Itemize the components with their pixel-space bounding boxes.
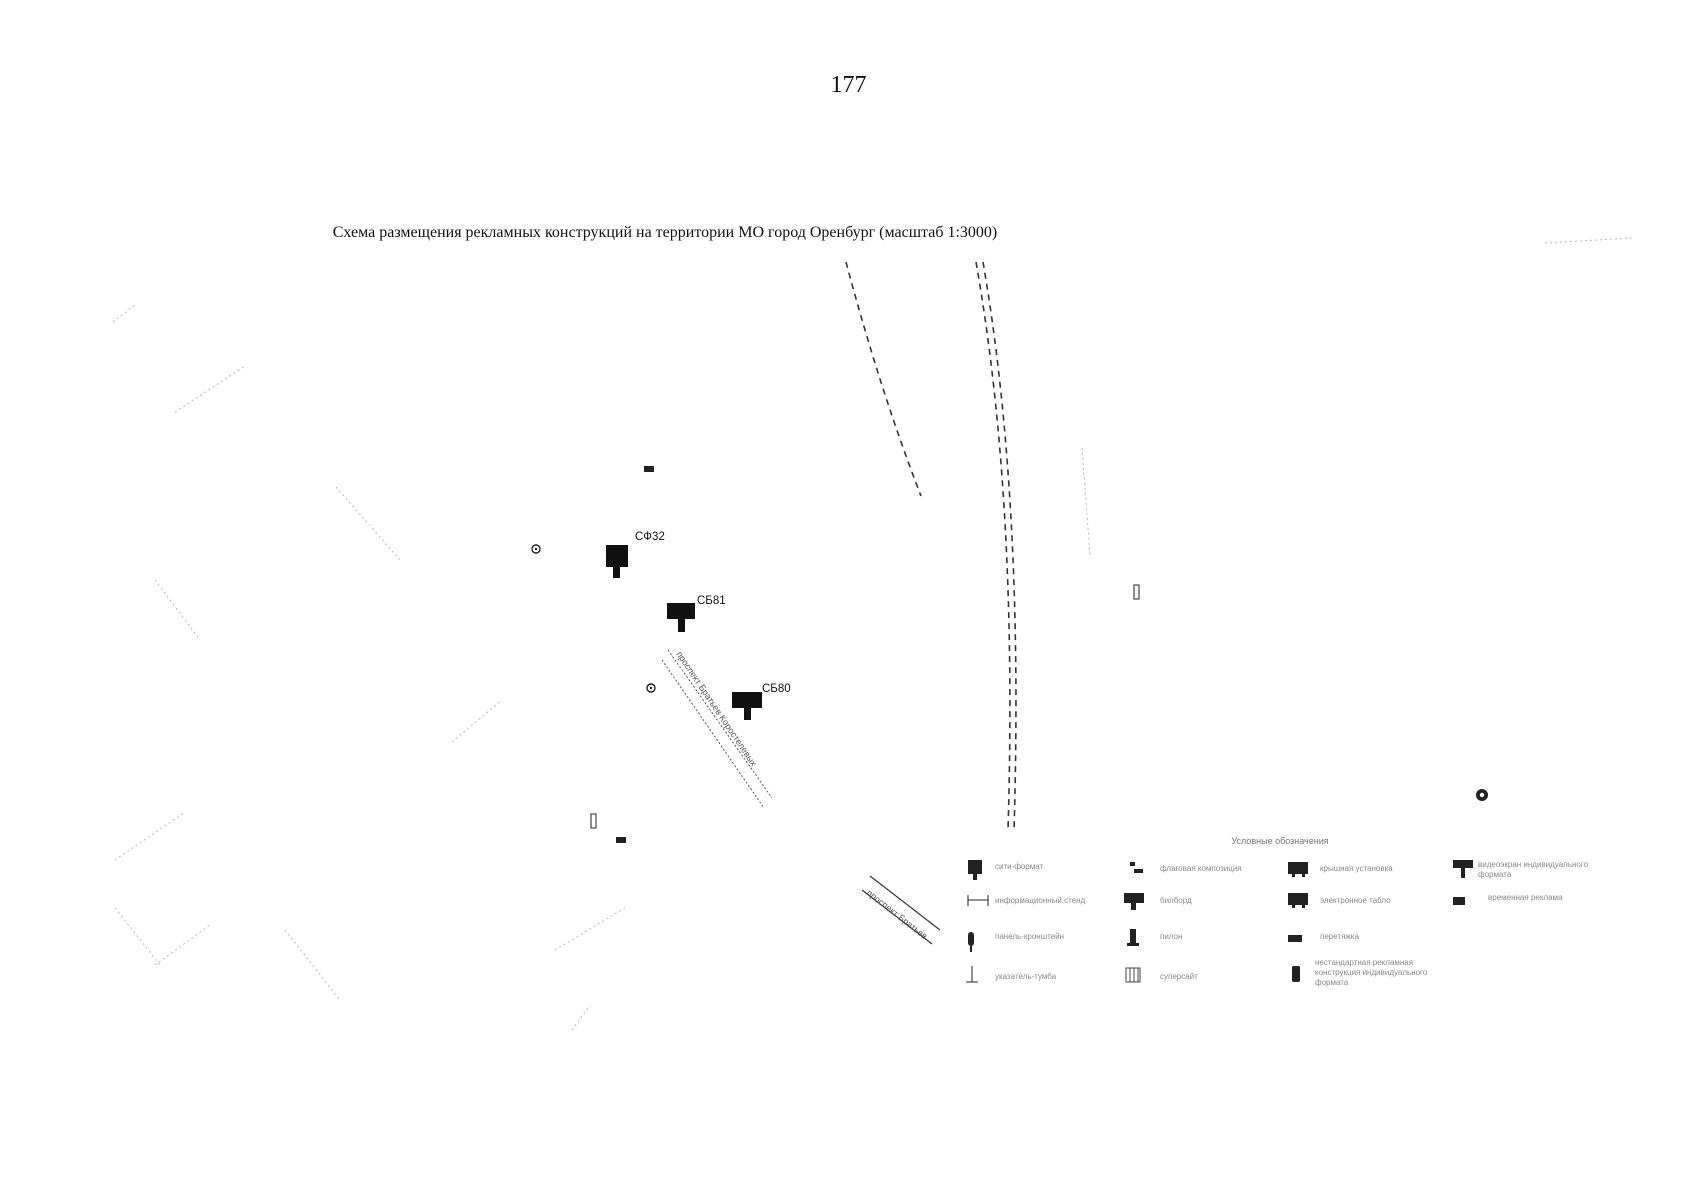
legend-label-pylon: пилон: [1160, 932, 1183, 941]
envelope-icon: [644, 466, 654, 472]
pylon-icon: [1127, 929, 1139, 946]
bracket-panel-icon: [968, 932, 974, 952]
page-number: 177: [830, 72, 867, 98]
info-stand-icon: [967, 895, 989, 906]
lower-street: [861, 875, 941, 945]
roof-installation-icon: [1288, 862, 1308, 877]
map-symbols: [531, 466, 1488, 843]
main-street: [661, 649, 773, 809]
temporary-ad-icon: [1453, 897, 1465, 905]
sign-pillar-icon: [966, 966, 978, 983]
legend-label-city-format: сити-формат: [995, 862, 1044, 871]
legend-label-electronic-board: электронное табло: [1320, 896, 1391, 905]
stop-icon: [590, 813, 597, 829]
construction-sb81[interactable]: СБ81: [667, 595, 726, 632]
target-icon: [531, 544, 541, 554]
legend-label-flag-composition: флаговая композиция: [1160, 864, 1242, 873]
city-format-icon: [968, 860, 982, 880]
legend-label-roof-installation: крышная установка: [1320, 864, 1393, 873]
railway-lines: [845, 261, 1017, 831]
flag-composition-icon: [1130, 862, 1143, 873]
electronic-board-icon: [1288, 893, 1308, 908]
legend-label-non-standard: нестандартная рекламная конструкция инди…: [1315, 958, 1428, 987]
non-standard-icon: [1292, 966, 1300, 982]
construction-sb80[interactable]: СБ80: [732, 683, 791, 720]
legend-label-info-stand: информационный стенд: [995, 896, 1086, 905]
legend-heading: Условные обозначения: [1231, 836, 1329, 846]
target-icon-dot: [534, 547, 538, 551]
stop-icon: [1133, 584, 1140, 600]
construction-sf32[interactable]: СФ32: [606, 531, 665, 578]
legend-label-sign-pillar: указатель-тумба: [995, 972, 1057, 981]
map-title: Схема размещения рекламных конструкций н…: [332, 224, 998, 241]
billboard-icon: [1124, 893, 1144, 910]
construction-id-sf32: СФ32: [635, 531, 665, 543]
legend-label-temporary-ad: временная реклама: [1488, 893, 1563, 902]
legend-label-bracket-panel: панель-кронштейн: [995, 932, 1065, 941]
legend-label-super-site: суперсайт: [1160, 972, 1198, 981]
legend-label-banner-stretch: перетяжка: [1320, 932, 1359, 941]
construction-id-sb80: СБ80: [762, 683, 791, 695]
construction-id-sb81: СБ81: [697, 595, 726, 607]
legend-label-video-screen: видеоэкран индивидуального формата: [1478, 860, 1589, 879]
super-site-icon: [1125, 967, 1141, 983]
banner-stretch-icon: [1288, 935, 1302, 942]
street-fragments: [112, 237, 1633, 1031]
target-icon-dot: [649, 686, 653, 690]
legend-icons: [966, 860, 1473, 983]
legend-label-billboard: билборд: [1160, 896, 1192, 905]
envelope-icon: [616, 837, 626, 843]
video-screen-icon: [1453, 860, 1473, 878]
target-icon: [646, 683, 656, 693]
